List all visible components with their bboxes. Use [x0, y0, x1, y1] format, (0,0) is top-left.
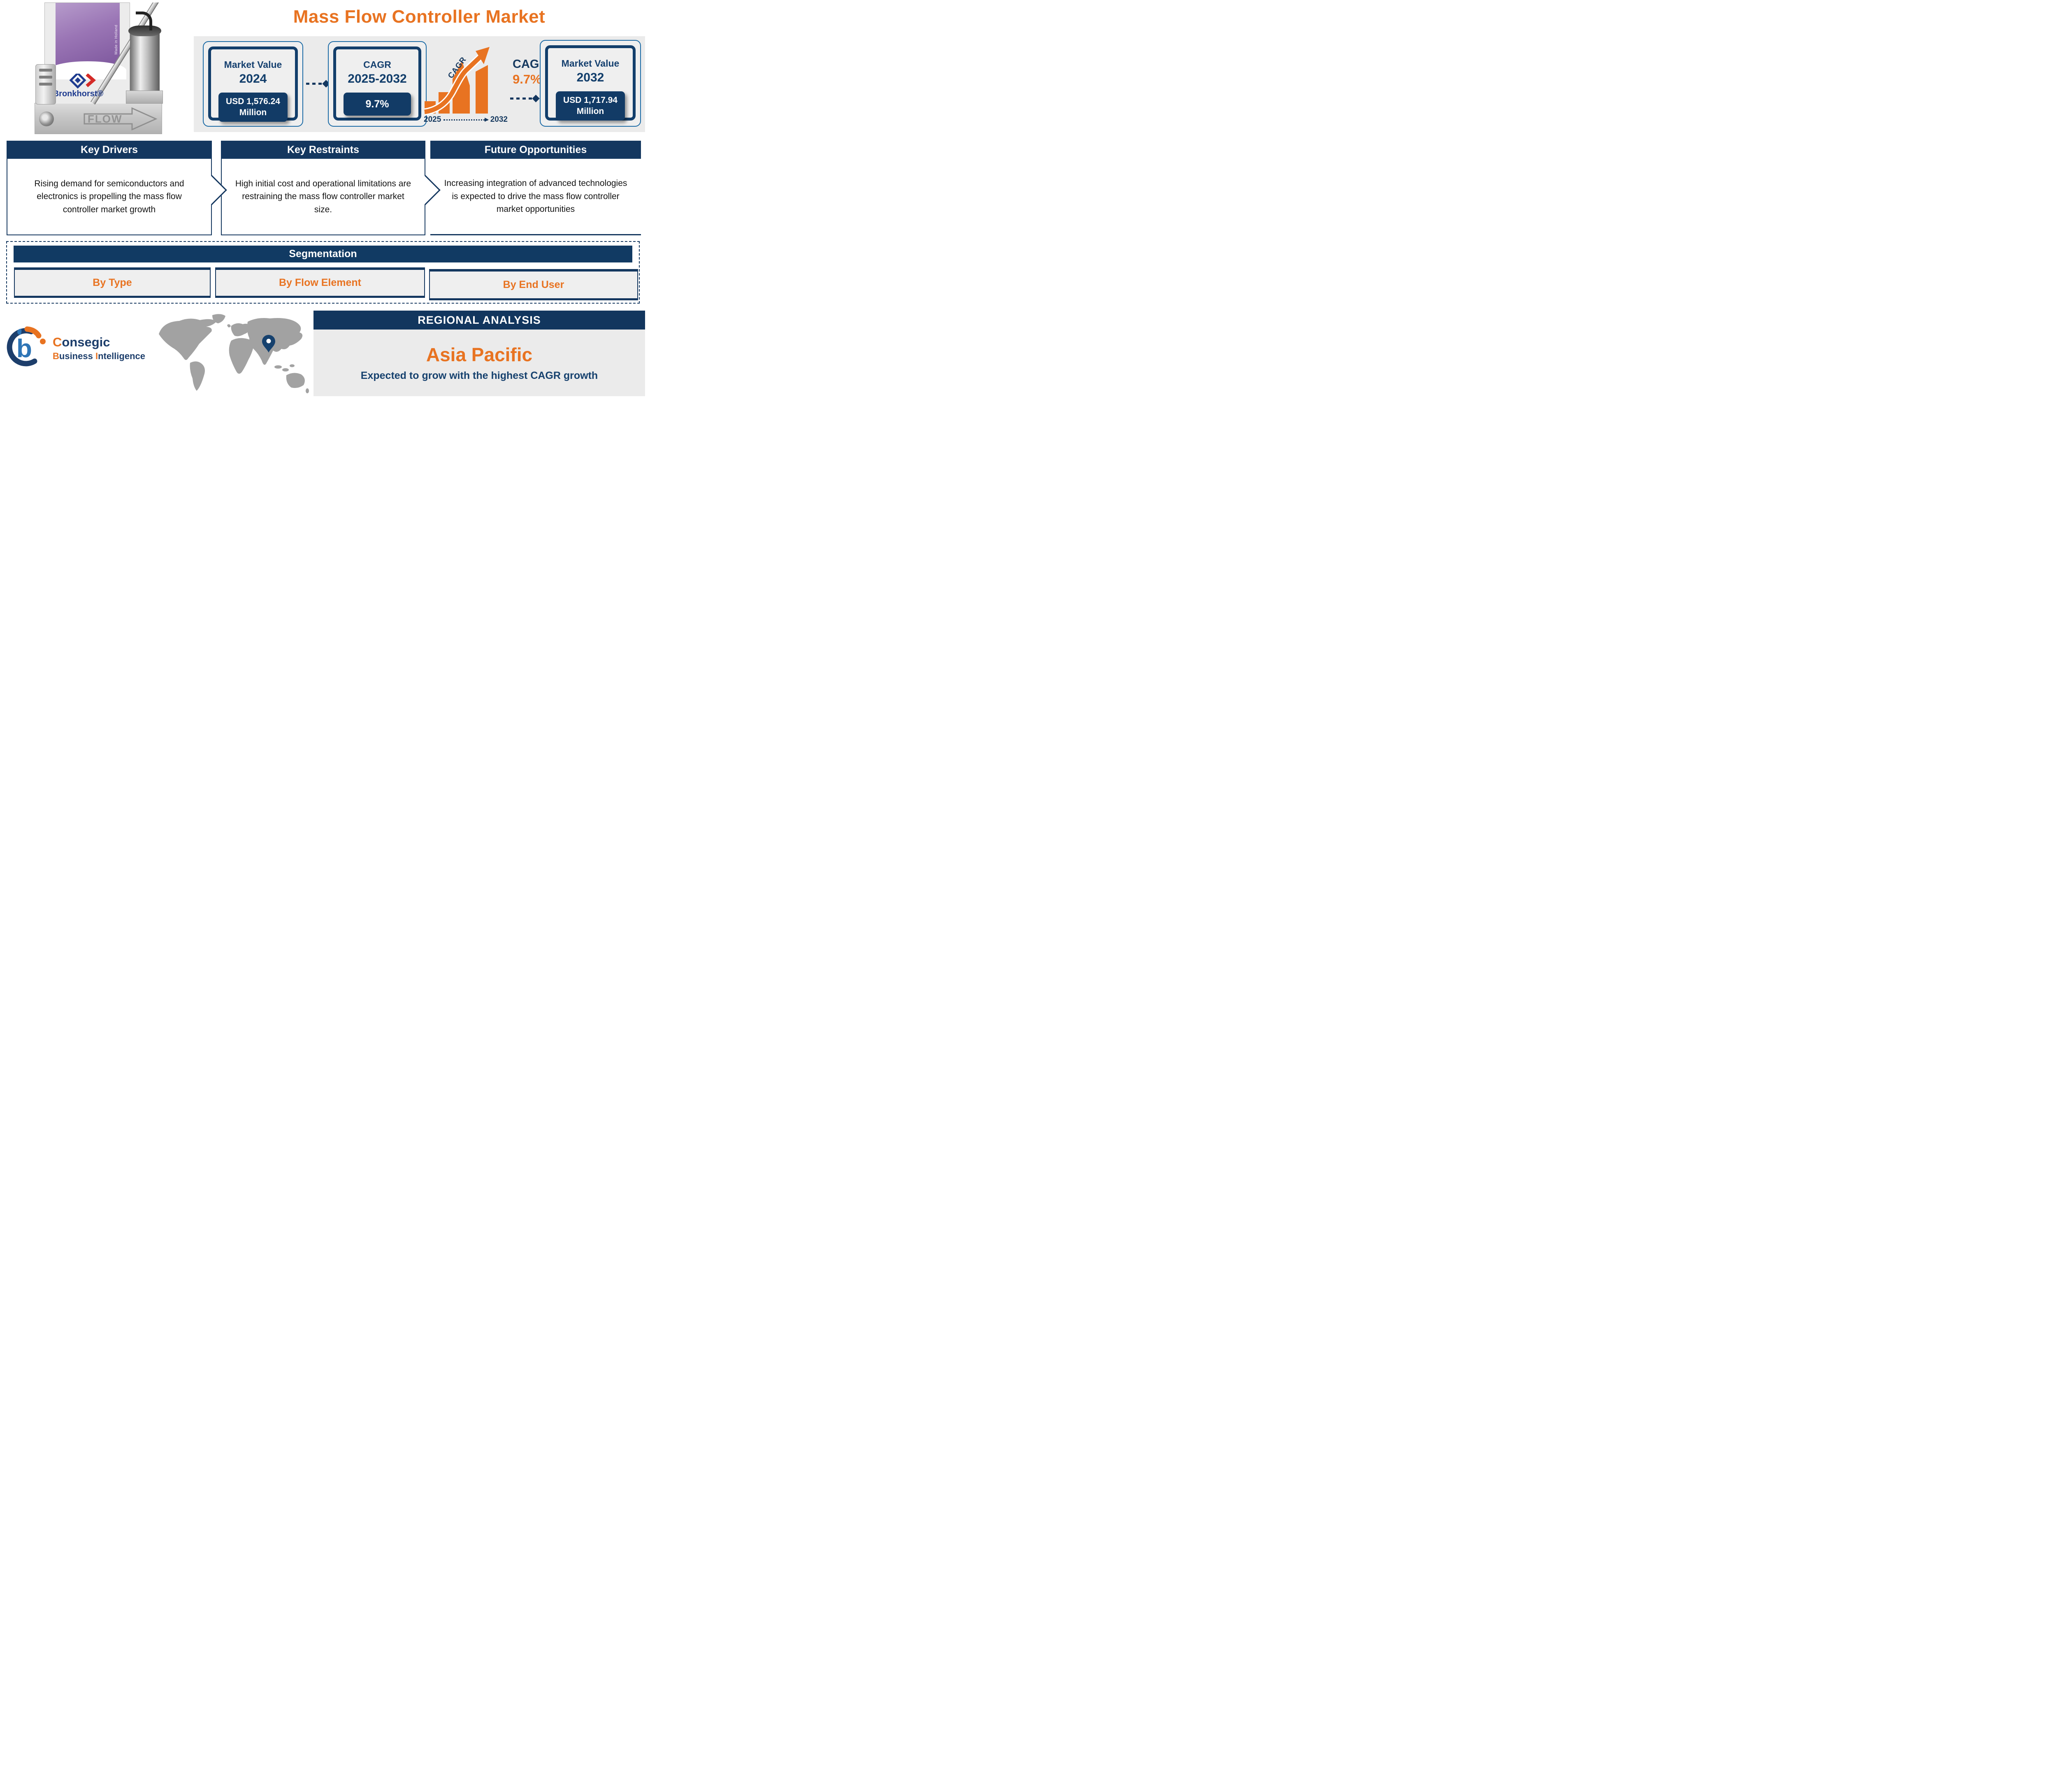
- cagr-value: 9.7%: [344, 93, 411, 116]
- made-in-label: Made in Holland: [114, 25, 118, 55]
- segmentation-section: Segmentation By Type By Flow Element By …: [6, 241, 640, 304]
- flow-arrow-icon: FLOW: [84, 107, 158, 132]
- dotted-arrow-icon: [443, 117, 489, 122]
- infographic-root: Mass Flow Controller Market FLOW Made in…: [0, 0, 645, 396]
- region-name: Asia Pacific: [426, 344, 533, 365]
- logo-letter: C: [53, 334, 62, 349]
- device-cylinder: [128, 26, 161, 92]
- regional-analysis-body: Asia Pacific Expected to grow with the h…: [313, 330, 645, 396]
- device-cable: [136, 12, 152, 30]
- cagr-note-value: 9.7%: [513, 72, 542, 86]
- market-value-2032-box: Market Value 2032 USD 1,717.94 Million: [540, 40, 641, 127]
- segment-by-type: By Type: [14, 267, 211, 298]
- svg-text:b: b: [16, 334, 32, 363]
- device-base-block: FLOW: [35, 103, 162, 134]
- world-map: [151, 309, 315, 396]
- logo-letter: I: [95, 351, 98, 362]
- business-intelligence-wordmark: Business Intelligence: [53, 351, 145, 361]
- connector-dashes-2: [510, 95, 540, 102]
- bronkhorst-logo-icon: [65, 72, 111, 92]
- consegic-logo-text: Consegic Business Intelligence: [53, 335, 145, 362]
- cagr-label: CAGR: [363, 59, 391, 70]
- growth-years: 2025 2032: [424, 115, 508, 124]
- market-value-2024-year: 2024: [239, 72, 267, 86]
- segment-by-end-user: By End User: [429, 269, 638, 300]
- device-clamp: [35, 64, 56, 104]
- key-drivers-body: Rising demand for semiconductors and ele…: [7, 159, 212, 235]
- market-value-2032-inner: Market Value 2032 USD 1,717.94 Million: [545, 45, 636, 121]
- segment-by-flow-element: By Flow Element: [215, 267, 425, 298]
- flow-label: FLOW: [88, 113, 123, 125]
- region-subtitle: Expected to grow with the highest CAGR g…: [360, 370, 598, 381]
- product-image: FLOW Made in Holland Bronkhorst®: [35, 2, 163, 135]
- growth-bars-icon: [424, 47, 490, 115]
- market-value-2024-box: Market Value 2024 USD 1,576.24 Million: [203, 41, 303, 127]
- page-title: Mass Flow Controller Market: [293, 7, 546, 27]
- logo-letters: usiness: [59, 351, 95, 362]
- device-body: Made in Holland Bronkhorst®: [44, 2, 161, 105]
- cagr-period: 2025-2032: [348, 72, 407, 86]
- key-drivers-header: Key Drivers: [7, 141, 212, 159]
- device-cylinder-base: [126, 91, 163, 104]
- future-opportunities-body: Increasing integration of advanced techn…: [430, 159, 641, 235]
- logo-letter: B: [53, 351, 59, 362]
- bronkhorst-brand: Bronkhorst®: [53, 89, 104, 98]
- market-value-2024-value: USD 1,576.24 Million: [218, 93, 288, 122]
- key-restraints-panel: Key Restraints High initial cost and ope…: [221, 141, 425, 235]
- device-purple-panel: Made in Holland: [49, 3, 126, 79]
- future-opportunities-header: Future Opportunities: [430, 141, 641, 159]
- regional-analysis-header: REGIONAL ANALYSIS: [313, 311, 645, 330]
- market-value-2032-year: 2032: [576, 71, 604, 84]
- regional-analysis-section: REGIONAL ANALYSIS Asia Pacific Expected …: [313, 311, 645, 396]
- growth-chart-icon: CAGR 2025 2032: [424, 44, 511, 125]
- start-year: 2025: [424, 115, 441, 124]
- market-value-2024-inner: Market Value 2024 USD 1,576.24 Million: [208, 46, 298, 122]
- consegic-wordmark: Consegic: [53, 335, 145, 350]
- device-port: [39, 111, 54, 126]
- connector-dashes-1: [306, 80, 330, 88]
- key-drivers-panel: Key Drivers Rising demand for semiconduc…: [7, 141, 212, 235]
- cagr-box-inner: CAGR 2025-2032 9.7%: [333, 46, 421, 121]
- consegic-logo: b Consegic Business Intelligence: [6, 326, 145, 370]
- market-value-2024-label: Market Value: [224, 59, 282, 70]
- key-restraints-header: Key Restraints: [221, 141, 425, 159]
- end-year: 2032: [490, 115, 508, 124]
- future-opportunities-panel: Future Opportunities Increasing integrat…: [430, 141, 641, 235]
- market-value-2032-value: USD 1,717.94 Million: [555, 91, 625, 121]
- consegic-logo-icon: b: [7, 326, 46, 367]
- location-pin-icon: [262, 335, 275, 353]
- logo-letters: onsegic: [62, 334, 110, 349]
- segmentation-header: Segmentation: [14, 246, 632, 262]
- cagr-box: CAGR 2025-2032 9.7%: [328, 41, 427, 127]
- logo-letters: ntelligence: [98, 351, 145, 362]
- key-restraints-body: High initial cost and operational limita…: [221, 159, 425, 235]
- market-value-2032-label: Market Value: [561, 58, 620, 69]
